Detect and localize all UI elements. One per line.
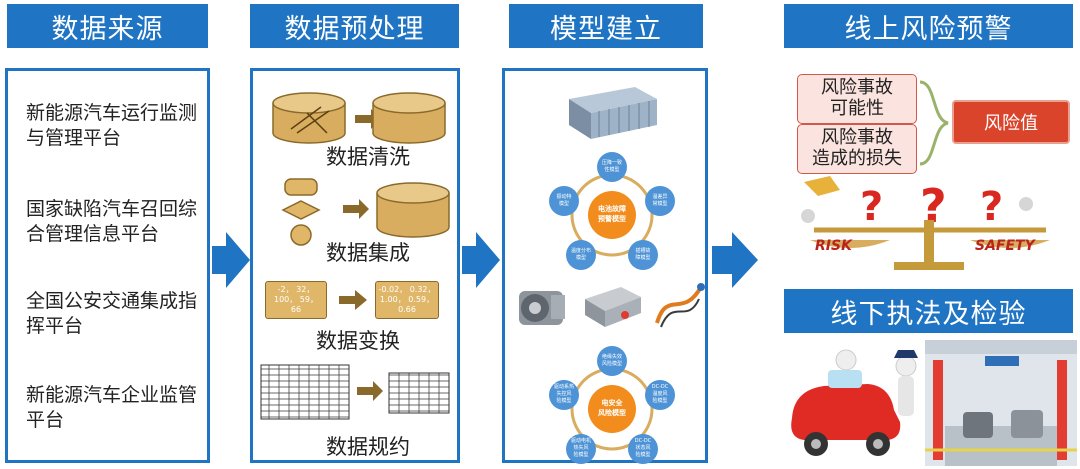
header-data-preprocessing: 数据预处理 <box>250 4 459 48</box>
source-item: 国家缺陷汽车召回综合管理信息平台 <box>26 198 198 245</box>
source-item: 新能源汽车运行监测与管理平台 <box>26 102 198 149</box>
battery-model-node: 温差异常模型 <box>652 194 668 207</box>
battery-model-center: 电池故障预警模型 <box>598 205 626 223</box>
risk-possibility-box: 风险事故可能性 <box>797 74 917 124</box>
sources-panel: 新能源汽车运行监测与管理平台 国家缺陷汽车召回综合管理信息平台 全国公安交通集成… <box>5 68 210 463</box>
transform-input-box: -2， 32， 100， 59， 66 <box>265 281 327 319</box>
transform-output-box: -0.02， 0.32， 1.00， 0.59， 0.66 <box>375 281 439 319</box>
step-label-cleaning: 数据清洗 <box>326 145 410 169</box>
data-cleaning-cylinders-icon <box>272 92 446 144</box>
header-online-risk-warning: 线上风险预警 <box>784 4 1073 48</box>
safety-model-node: 驱动电机热失风险模型 <box>570 438 591 458</box>
brace-icon <box>919 80 949 166</box>
header-model-building: 模型建立 <box>509 4 703 48</box>
preprocess-panel: 数据清洗 数据集成 -2， 32， 100， 59， 66 -0.02， 0.3… <box>250 68 460 463</box>
battery-model-node: 压降一致性模型 <box>601 160 622 173</box>
data-reduction-grid-icon <box>260 364 450 420</box>
safety-model-center: 电安全风险模型 <box>598 399 626 417</box>
source-item: 全国公安交通集成指挥平台 <box>26 290 198 337</box>
safety-model-cluster <box>549 346 675 464</box>
battery-model-node: 插槽故障模型 <box>635 248 651 261</box>
step-label-transform: 数据变换 <box>316 329 400 353</box>
wiring-harness-icon <box>655 283 705 328</box>
battery-model-node: 振动特模型 <box>556 194 572 207</box>
svg-text:?: ? <box>860 184 883 230</box>
motor-component-icon <box>519 291 565 325</box>
battery-model-node: 温度分布模型 <box>570 248 591 261</box>
police-car-illustration <box>791 349 918 456</box>
flow-arrow-icon <box>212 232 250 288</box>
battery-model-cluster <box>549 152 675 270</box>
risk-loss-box: 风险事故造成的损失 <box>797 124 917 174</box>
risk-value-box: 风险值 <box>952 100 1070 144</box>
safety-model-node: 驱动系热失控风险模型 <box>553 384 574 404</box>
header-offline-inspection: 线下执法及检验 <box>784 289 1073 333</box>
safety-word: SAFETY <box>975 238 1035 254</box>
source-item: 新能源汽车企业监管平台 <box>26 384 198 431</box>
data-integration-shapes-icon <box>281 178 450 246</box>
flow-arrow-icon <box>712 232 758 288</box>
risk-safety-scale-icon: ? ? ? <box>801 176 1050 270</box>
safety-model-node: 绝缘失效风险模型 <box>601 354 622 367</box>
header-data-sources: 数据来源 <box>7 4 208 48</box>
step-label-reduction: 数据规约 <box>326 435 410 459</box>
flow-arrow-icon <box>462 232 500 288</box>
svg-text:?: ? <box>980 184 1003 230</box>
transform-arrow-icon <box>339 290 367 310</box>
step-label-integration: 数据集成 <box>326 241 410 265</box>
battery-pack-icon <box>569 87 657 139</box>
risk-word: RISK <box>815 238 852 254</box>
controller-component-icon <box>585 287 641 327</box>
model-panel: 电池故障预警模型 压降一致性模型 温差异常模型 插槽故障模型 温度分布模型 振动… <box>502 68 708 464</box>
inspection-station-photo <box>925 340 1077 466</box>
